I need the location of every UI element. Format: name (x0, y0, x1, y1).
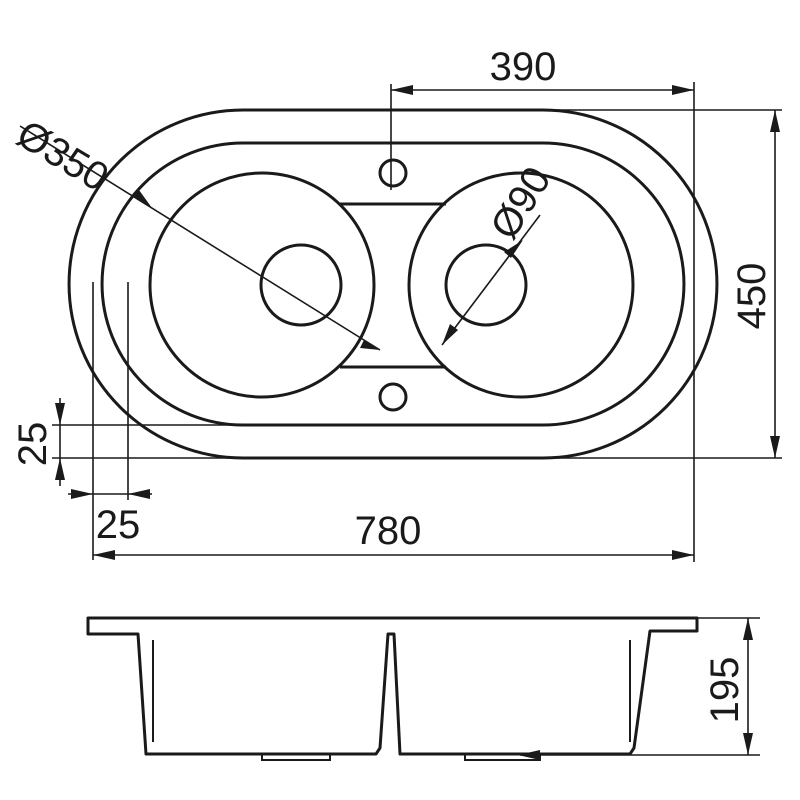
left-drain (259, 243, 343, 327)
dimension-label-diameter-90: Ø90 (482, 159, 559, 246)
dimension-25-vertical: 25 (11, 398, 243, 486)
top-view (67, 108, 719, 460)
sink-side-profile (86, 616, 699, 756)
dimension-25-horizontal: 25 (68, 282, 152, 560)
left-drain-outlet (261, 754, 331, 761)
dimension-label-780: 780 (355, 509, 422, 553)
dimension-195: 195 (518, 617, 760, 760)
tap-hole-bottom (378, 382, 408, 412)
sink-inner-rim (100, 141, 686, 427)
dimension-label-390: 390 (490, 45, 557, 89)
sink-outer-rim (67, 108, 719, 460)
dimension-390: 390 (390, 45, 695, 460)
dimension-diameter-350: Ø350 (9, 112, 381, 351)
dimension-label-25-horizontal: 25 (96, 503, 141, 547)
right-drain (444, 243, 528, 327)
right-bowl (407, 171, 635, 399)
left-bowl (148, 171, 376, 399)
dimension-label-25-vertical: 25 (11, 422, 55, 467)
side-view (86, 616, 699, 761)
tap-hole-top (378, 158, 408, 188)
dimension-780: 780 (93, 460, 695, 562)
dimension-diameter-90: Ø90 (441, 159, 560, 346)
dimension-label-diameter-350: Ø350 (9, 112, 116, 200)
dimension-label-195: 195 (703, 657, 747, 724)
dimension-450: 450 (543, 109, 782, 459)
dimension-label-450: 450 (730, 263, 774, 330)
